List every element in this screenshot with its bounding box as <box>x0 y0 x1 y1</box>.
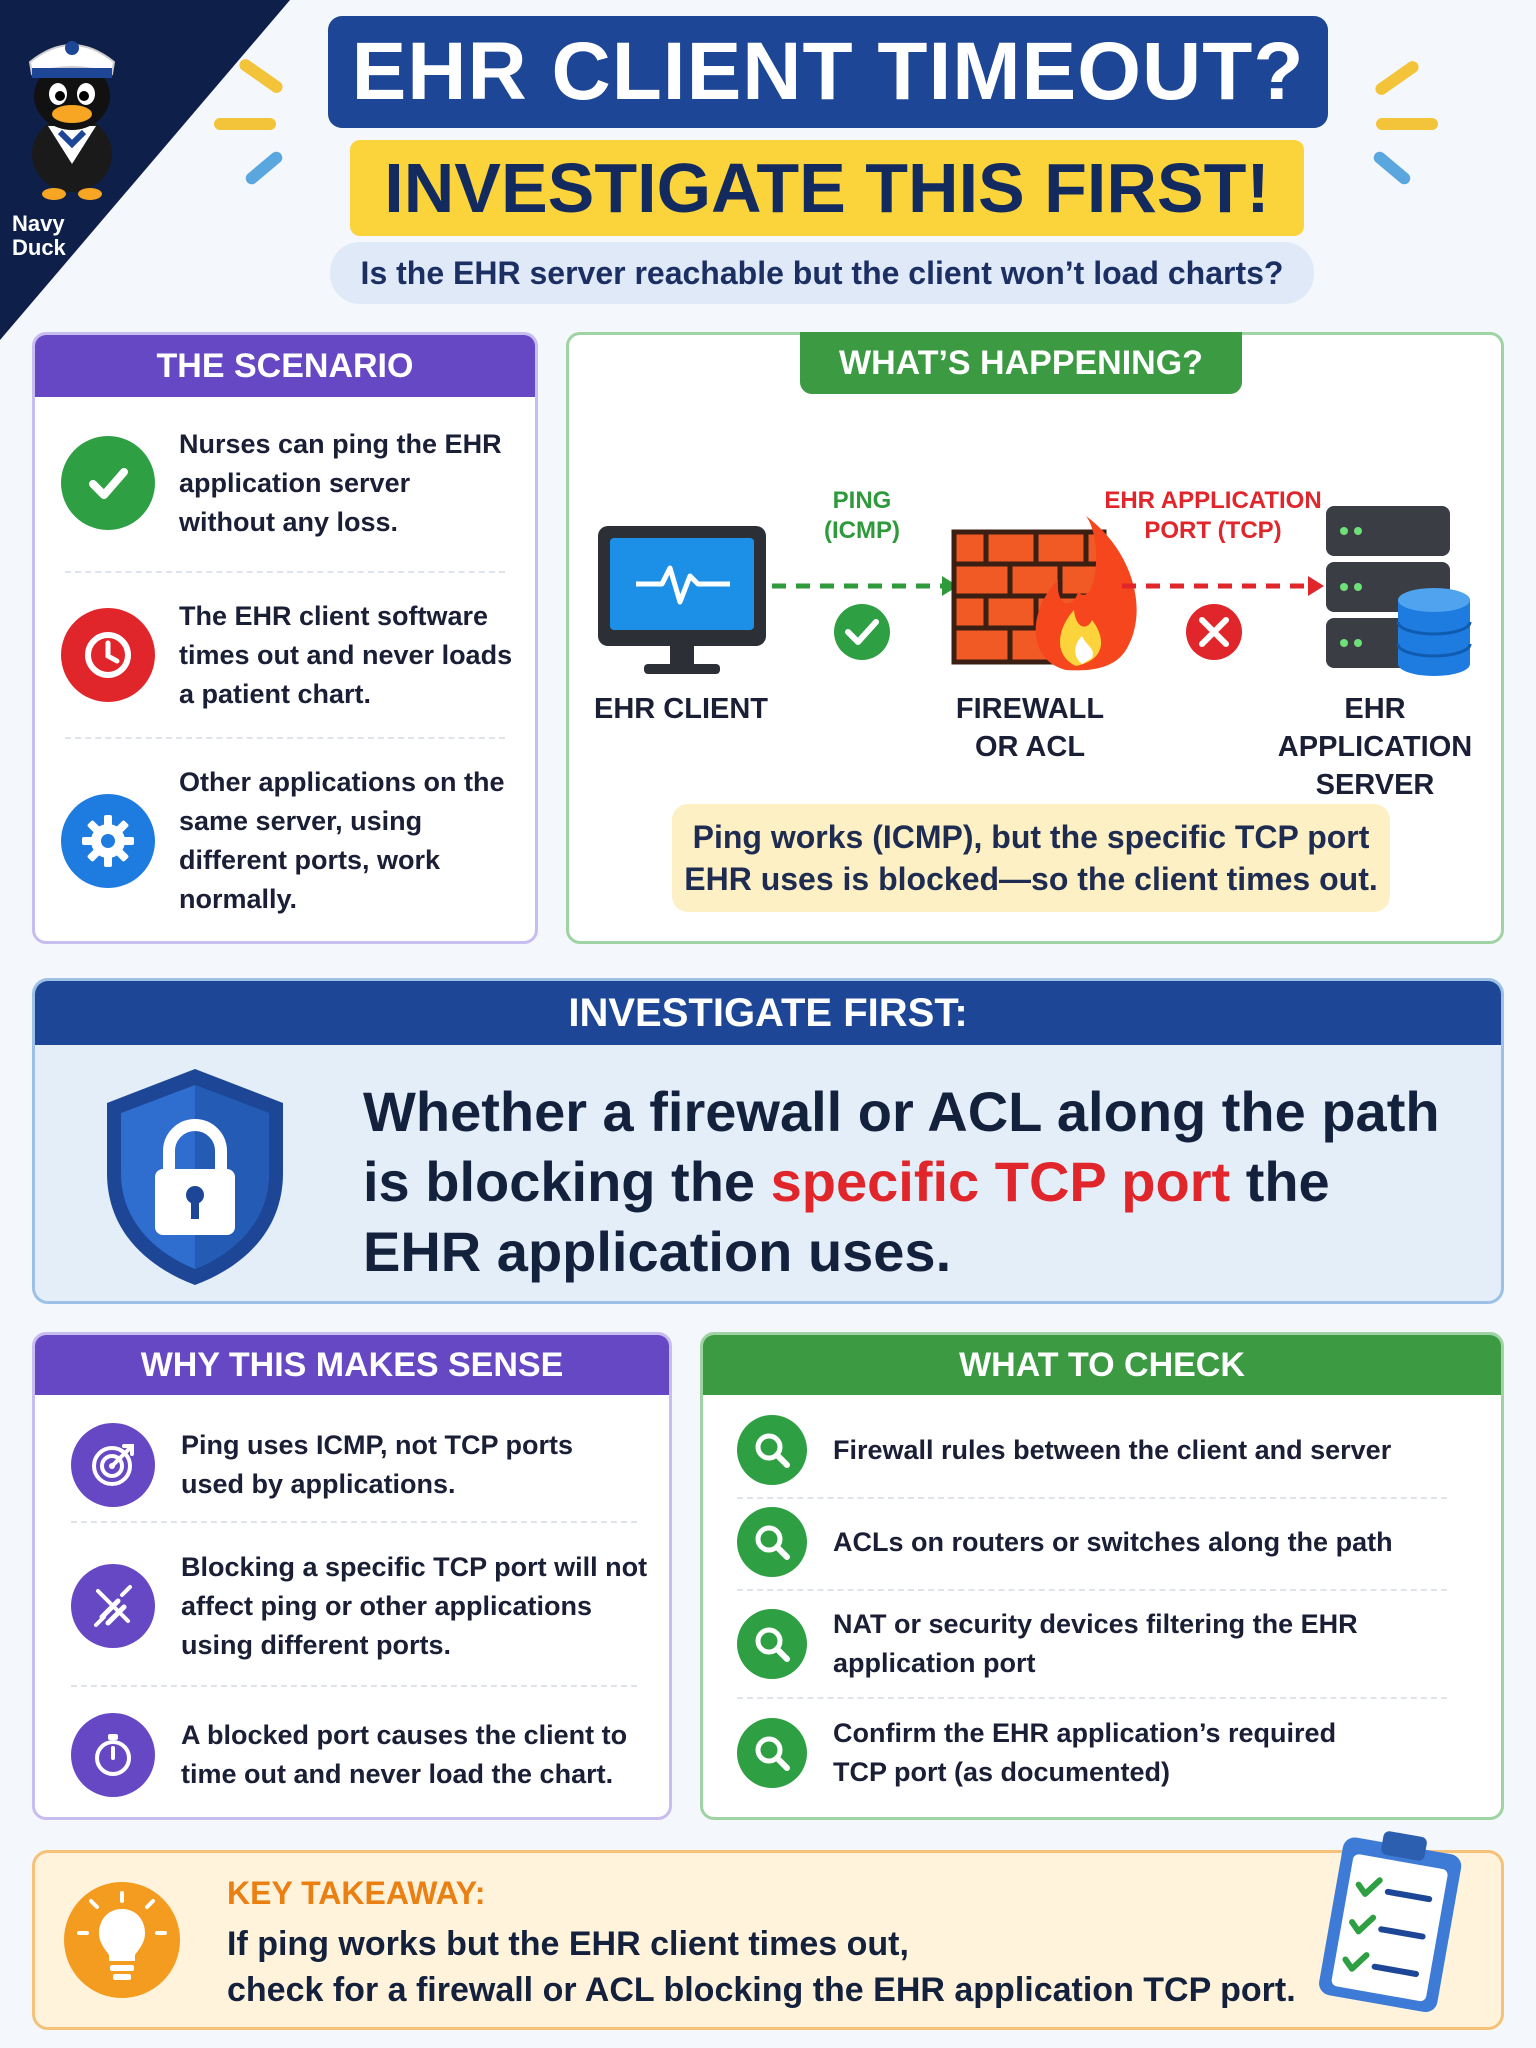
divider <box>737 1497 1447 1499</box>
burst-decoration <box>243 149 285 187</box>
lightbulb-icon <box>64 1882 180 1998</box>
check-icon <box>61 436 155 530</box>
investigate-highlight: specific TCP port <box>770 1150 1231 1213</box>
network-diagram <box>598 506 1472 676</box>
magnifier-icon <box>737 1507 807 1577</box>
monitor-icon <box>598 526 766 674</box>
why-item: Blocking a specific TCP port will not af… <box>71 1533 661 1679</box>
burst-decoration <box>1373 58 1421 98</box>
investigate-text-line3: EHR application uses. <box>363 1220 952 1283</box>
divider <box>71 1521 637 1523</box>
magnifier-icon <box>737 1718 807 1788</box>
server-label-line2: SERVER <box>1315 769 1435 801</box>
investigate-text-line2-post: the <box>1230 1150 1330 1213</box>
check-item: ACLs on routers or switches along the pa… <box>737 1501 1477 1583</box>
check-item-text: Firewall rules between the client and se… <box>833 1434 1392 1465</box>
brand-name-line1: Navy <box>12 211 65 236</box>
check-item-text: ACLs on routers or switches along the pa… <box>833 1526 1393 1557</box>
diagram-note-line1: Ping works (ICMP), but the specific TCP … <box>692 819 1370 855</box>
divider <box>65 571 505 573</box>
port-label-line2: PORT (TCP) <box>1144 517 1282 544</box>
divider <box>71 1685 637 1687</box>
client-label: EHR CLIENT <box>594 693 768 725</box>
target-icon <box>71 1423 155 1507</box>
burst-decoration <box>1371 149 1413 187</box>
investigate-panel: INVESTIGATE FIRST: Whether a firewall or… <box>32 978 1504 1304</box>
diagram-note: Ping works (ICMP), but the specific TCP … <box>672 804 1390 912</box>
takeaway-line1: If ping works but the EHR client times o… <box>227 1925 909 1963</box>
page-subtitle: INVESTIGATE THIS FIRST! <box>350 140 1304 236</box>
page-question: Is the EHR server reachable but the clie… <box>330 242 1314 304</box>
ok-icon <box>834 604 890 660</box>
why-item-text: Ping uses ICMP, not TCP ports used by ap… <box>181 1430 574 1499</box>
divider <box>737 1589 1447 1591</box>
magnifier-icon <box>737 1609 807 1679</box>
check-item-text: Confirm the EHR application’s required T… <box>833 1718 1337 1787</box>
shield-lock-icon <box>107 1069 283 1285</box>
check-item-text: NAT or security devices filtering the EH… <box>833 1609 1358 1678</box>
why-item: Ping uses ICMP, not TCP ports used by ap… <box>71 1405 661 1525</box>
brand-name: Navy Duck <box>12 212 66 260</box>
check-item: Firewall rules between the client and se… <box>737 1409 1477 1491</box>
server-icon <box>1326 506 1472 676</box>
brand-name-line2: Duck <box>12 235 66 260</box>
scenario-item: Other applications on the same server, u… <box>61 753 521 929</box>
check-item: NAT or security devices filtering the EH… <box>737 1597 1477 1691</box>
burst-decoration <box>237 56 285 96</box>
check-panel: WHAT TO CHECK Firewall rules between the… <box>700 1332 1504 1820</box>
why-item-text: A blocked port causes the client to time… <box>181 1720 628 1789</box>
scenario-heading: THE SCENARIO <box>35 335 535 397</box>
clock-icon <box>61 608 155 702</box>
scenario-item-text: Other applications on the same server, u… <box>179 767 505 914</box>
scenario-item: The EHR client software times out and ne… <box>61 587 521 723</box>
server-label: EHR APPLICATION SERVER <box>1252 690 1498 804</box>
ping-label-line2: (ICMP) <box>824 517 900 544</box>
scenario-item: Nurses can ping the EHR application serv… <box>61 417 521 549</box>
scenario-panel: THE SCENARIO Nurses can ping the EHR app… <box>32 332 538 944</box>
scenario-item-text: Nurses can ping the EHR application serv… <box>179 428 502 537</box>
stopwatch-icon <box>71 1713 155 1797</box>
port-label: EHR APPLICATION PORT (TCP) <box>1096 486 1330 546</box>
investigate-heading: INVESTIGATE FIRST: <box>35 981 1501 1045</box>
server-label-line1: EHR APPLICATION <box>1277 693 1473 763</box>
scenario-item-text: The EHR client software times out and ne… <box>179 600 513 709</box>
why-heading: WHY THIS MAKES SENSE <box>35 1335 669 1395</box>
why-item: A blocked port causes the client to time… <box>71 1697 661 1813</box>
takeaway-title: KEY TAKEAWAY: <box>227 1875 486 1911</box>
port-label-line1: EHR APPLICATION <box>1104 487 1322 514</box>
investigate-text-line1: Whether a firewall or ACL along the path <box>363 1080 1440 1143</box>
happening-heading: WHAT’S HAPPENING? <box>800 332 1242 394</box>
check-heading: WHAT TO CHECK <box>703 1335 1501 1395</box>
why-panel: WHY THIS MAKES SENSE Ping uses ICMP, not… <box>32 1332 672 1820</box>
firewall-label-line1: FIREWALL <box>955 693 1105 725</box>
investigate-text: Whether a firewall or ACL along the path… <box>363 1077 1483 1287</box>
takeaway-line2: check for a firewall or ACL blocking the… <box>227 1971 1296 2009</box>
takeaway-panel: KEY TAKEAWAY: If ping works but the EHR … <box>32 1831 1504 2030</box>
ping-label-line1: PING <box>832 487 892 514</box>
page-title: EHR CLIENT TIMEOUT? <box>328 16 1328 128</box>
investigate-text-line2: is blocking the specific TCP port the <box>363 1147 1483 1217</box>
check-item: Confirm the EHR application’s required T… <box>737 1705 1477 1801</box>
firewall-label-line2: OR ACL <box>974 731 1086 763</box>
ping-label: PING (ICMP) <box>800 486 924 546</box>
burst-decoration <box>214 118 276 130</box>
firewall-icon <box>951 516 1137 671</box>
clipboard-icon <box>1319 1831 1462 2013</box>
plug-icon <box>71 1564 155 1648</box>
diagram-note-line2: EHR uses is blocked—so the client times … <box>684 861 1378 897</box>
navy-duck-logo <box>28 41 116 200</box>
investigate-text-line2-pre: is blocking the <box>363 1150 771 1213</box>
magnifier-icon <box>737 1415 807 1485</box>
why-item-text: Blocking a specific TCP port will not af… <box>181 1551 648 1660</box>
divider <box>737 1697 1447 1699</box>
gear-icon <box>61 794 155 888</box>
divider <box>65 737 505 739</box>
firewall-label: FIREWALL OR ACL <box>930 690 1130 766</box>
takeaway-text: If ping works but the EHR client times o… <box>227 1921 1296 2013</box>
burst-decoration <box>1376 118 1438 130</box>
